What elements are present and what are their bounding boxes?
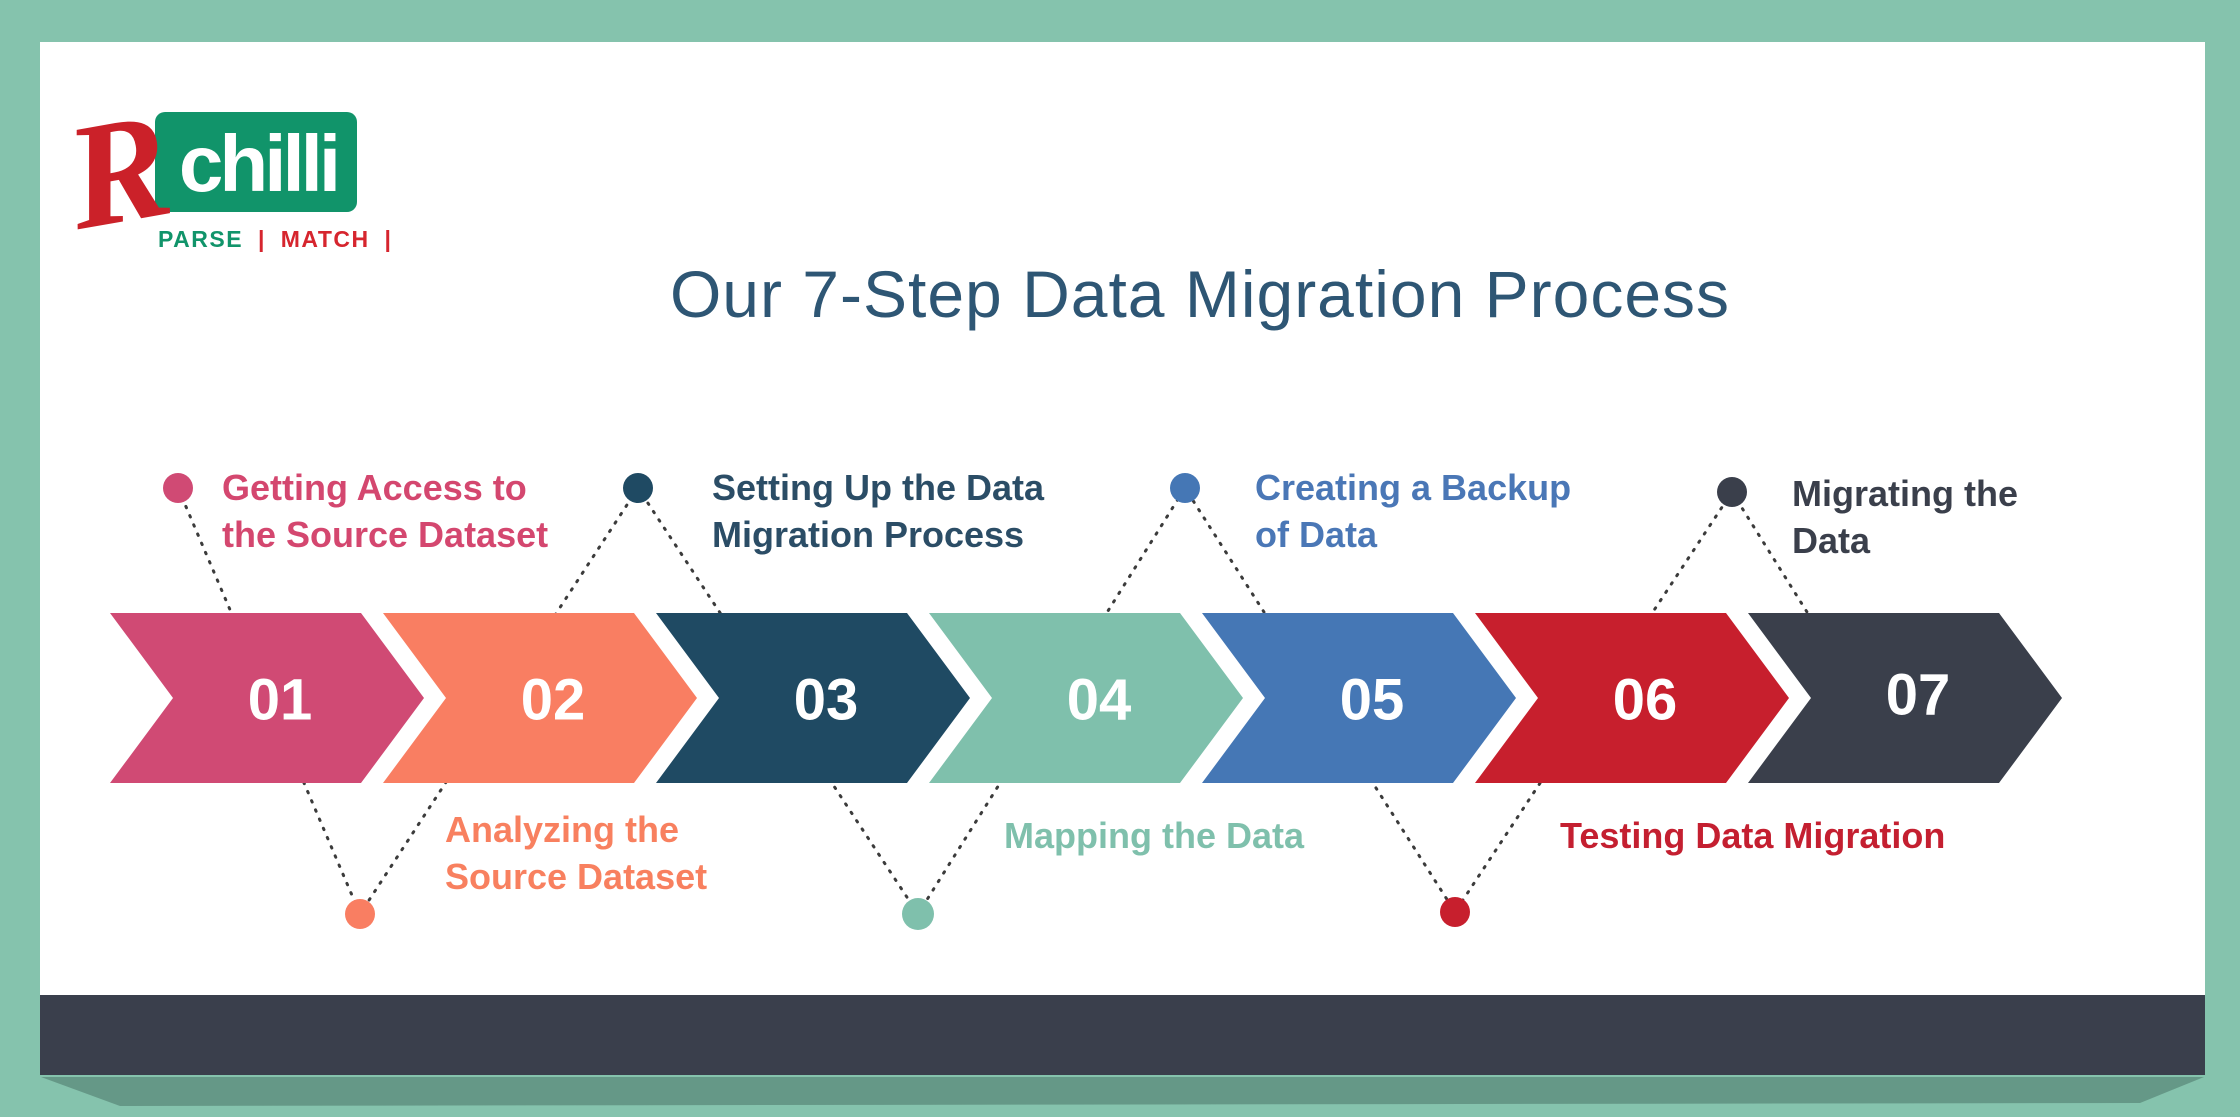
step-04-number: 04 — [1067, 668, 1132, 733]
step-05-chevron — [1202, 613, 1516, 783]
step-06-number: 06 — [1613, 668, 1678, 733]
step-01-chevron — [110, 613, 424, 783]
step-07-chevron — [1748, 613, 2062, 783]
content-card — [40, 42, 2205, 995]
step-03-dot — [623, 473, 653, 503]
step-06-label: Testing Data Migration — [1560, 815, 1946, 856]
step-02-number: 02 — [521, 668, 586, 733]
step-04-dot — [902, 898, 934, 930]
tagline-separator: | — [258, 226, 266, 252]
step-05-number: 05 — [1340, 668, 1405, 733]
step-05-label: Creating a Backup of Data — [1255, 467, 1572, 555]
step-02-chevron — [383, 613, 697, 783]
rchilli-logo: chilli R PARSE | MATCH | ENRICH — [70, 81, 390, 262]
step-05-dot — [1170, 473, 1200, 503]
step-07-dot — [1717, 477, 1747, 507]
step-03-number: 03 — [794, 668, 859, 733]
step-02-label: Analyzing the Source Dataset — [445, 809, 708, 897]
step-01-number: 01 — [248, 668, 313, 733]
step-03-chevron — [656, 613, 970, 783]
infographic-title: Our 7-Step Data Migration Process — [669, 257, 1731, 331]
step-04-label: Mapping the Data — [1004, 815, 1305, 856]
step-06-dot — [1440, 897, 1470, 927]
logo-wordmark: chilli — [179, 119, 337, 208]
step-04-chevron — [929, 613, 1243, 783]
tagline-match: MATCH — [281, 226, 370, 252]
step-03-label: Setting Up the Data Migration Process — [712, 467, 1045, 555]
tagline-separator: | — [385, 226, 391, 252]
footer-bar — [40, 995, 2205, 1075]
step-01-label: Getting Access to the Source Dataset — [222, 467, 549, 555]
logo-green-box — [155, 112, 357, 212]
step-07-number: 07 — [1886, 663, 1951, 728]
step-01-dot — [163, 473, 193, 503]
step-02-dot — [345, 899, 375, 929]
step-07-label: Migrating the Data — [1792, 473, 2018, 561]
logo-tagline: PARSE | MATCH | ENRICH — [158, 226, 390, 252]
step-06-chevron — [1475, 613, 1789, 783]
tagline-parse: PARSE — [158, 226, 243, 252]
footer-shadow — [41, 1077, 2204, 1106]
